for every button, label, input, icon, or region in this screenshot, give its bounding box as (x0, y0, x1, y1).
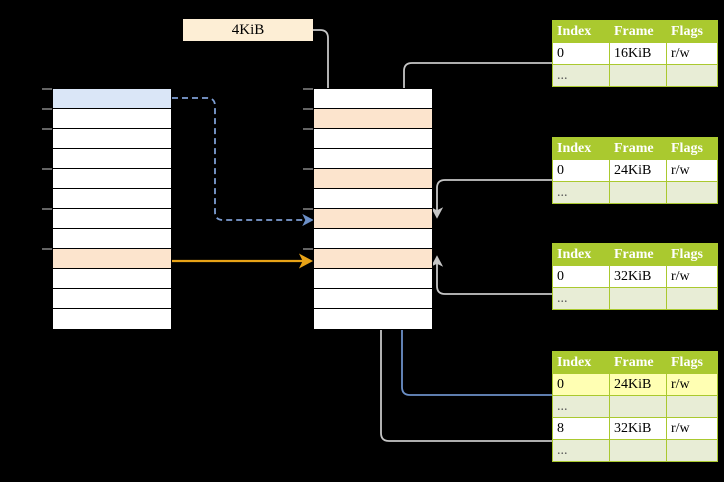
table-row[interactable]: 8 32KiB r/w (552, 417, 718, 440)
cell-flags: r/w (666, 265, 718, 288)
memory-cell (53, 249, 171, 269)
memory-cell (53, 189, 171, 209)
cell-frame: 24KiB (609, 373, 667, 396)
column-header-index: Index (552, 243, 610, 266)
cell-frame: 24KiB (609, 159, 667, 182)
arrow-left-blue-to-mid-row6 (172, 97, 314, 227)
table-row[interactable]: ... (552, 181, 718, 204)
memory-cell (314, 169, 432, 189)
table-row[interactable]: ... (552, 287, 718, 310)
middle-memory-column (313, 88, 433, 330)
cell-frame: 32KiB (609, 265, 667, 288)
table-row[interactable]: 0 16KiB r/w (552, 42, 718, 65)
cell-frame: 16KiB (609, 42, 667, 65)
cell-index: 0 (552, 265, 610, 288)
column-header-frame: Frame (609, 351, 667, 374)
memory-cell (314, 289, 432, 309)
page-table-2: Index Frame Flags 0 24KiB r/w ... (552, 137, 718, 204)
table-row[interactable]: ... (552, 439, 718, 462)
cell-index: 0 (552, 373, 610, 396)
cell-index: 0 (552, 159, 610, 182)
cell-index: ... (552, 395, 610, 418)
column-header-frame: Frame (609, 243, 667, 266)
memory-cell (53, 129, 171, 149)
memory-cell (314, 89, 432, 109)
cell-flags (666, 64, 718, 87)
memory-cell (314, 189, 432, 209)
cell-index: ... (552, 181, 610, 204)
memory-cell (314, 269, 432, 289)
memory-cell (53, 169, 171, 189)
cell-flags: r/w (666, 373, 718, 396)
cell-index: 0 (552, 42, 610, 65)
memory-cell (314, 249, 432, 269)
column-header-frame: Frame (609, 20, 667, 43)
table-header-row: Index Frame Flags (552, 351, 718, 374)
cell-index: ... (552, 287, 610, 310)
column-header-flags: Flags (666, 243, 718, 266)
table-row[interactable]: 0 32KiB r/w (552, 265, 718, 288)
left-memory-column (52, 88, 172, 330)
table-header-row: Index Frame Flags (552, 20, 718, 43)
cell-frame (609, 64, 667, 87)
column-header-flags: Flags (666, 137, 718, 160)
cell-frame (609, 287, 667, 310)
wire-table3-to-mid-row8 (430, 255, 552, 295)
memory-cell (314, 229, 432, 249)
memory-cell (314, 129, 432, 149)
cell-frame (609, 439, 667, 462)
memory-cell (53, 289, 171, 309)
wire-table2-to-mid-row6 (430, 179, 552, 219)
cell-flags: r/w (666, 159, 718, 182)
memory-cell (314, 309, 432, 329)
column-header-index: Index (552, 351, 610, 374)
cell-flags (666, 439, 718, 462)
memory-cell (53, 89, 171, 109)
table-row[interactable]: ... (552, 64, 718, 87)
column-header-index: Index (552, 20, 610, 43)
column-header-index: Index (552, 137, 610, 160)
page-table-4: Index Frame Flags 0 24KiB r/w ... 8 32Ki… (552, 351, 718, 462)
cell-flags: r/w (666, 42, 718, 65)
cell-flags (666, 181, 718, 204)
memory-cell (53, 209, 171, 229)
column-header-flags: Flags (666, 20, 718, 43)
table-row-highlighted[interactable]: 0 24KiB r/w (552, 373, 718, 396)
table-row[interactable]: ... (552, 395, 718, 418)
cell-frame: 32KiB (609, 417, 667, 440)
cell-index: ... (552, 439, 610, 462)
page-size-label: 4KiB (183, 19, 313, 41)
table-header-row: Index Frame Flags (552, 137, 718, 160)
memory-cell (53, 269, 171, 289)
cell-flags (666, 287, 718, 310)
memory-cell (314, 209, 432, 229)
page-table-1: Index Frame Flags 0 16KiB r/w ... (552, 20, 718, 87)
cell-index: ... (552, 64, 610, 87)
memory-cell (53, 109, 171, 129)
cell-frame (609, 395, 667, 418)
memory-cell (53, 149, 171, 169)
memory-cell (314, 149, 432, 169)
table-row[interactable]: 0 24KiB r/w (552, 159, 718, 182)
cell-flags: r/w (666, 417, 718, 440)
table-header-row: Index Frame Flags (552, 243, 718, 266)
column-header-frame: Frame (609, 137, 667, 160)
cell-index: 8 (552, 417, 610, 440)
column-header-flags: Flags (666, 351, 718, 374)
cell-frame (609, 181, 667, 204)
cell-flags (666, 395, 718, 418)
page-table-3: Index Frame Flags 0 32KiB r/w ... (552, 243, 718, 310)
memory-cell (314, 109, 432, 129)
memory-cell (53, 229, 171, 249)
memory-cell (53, 309, 171, 329)
